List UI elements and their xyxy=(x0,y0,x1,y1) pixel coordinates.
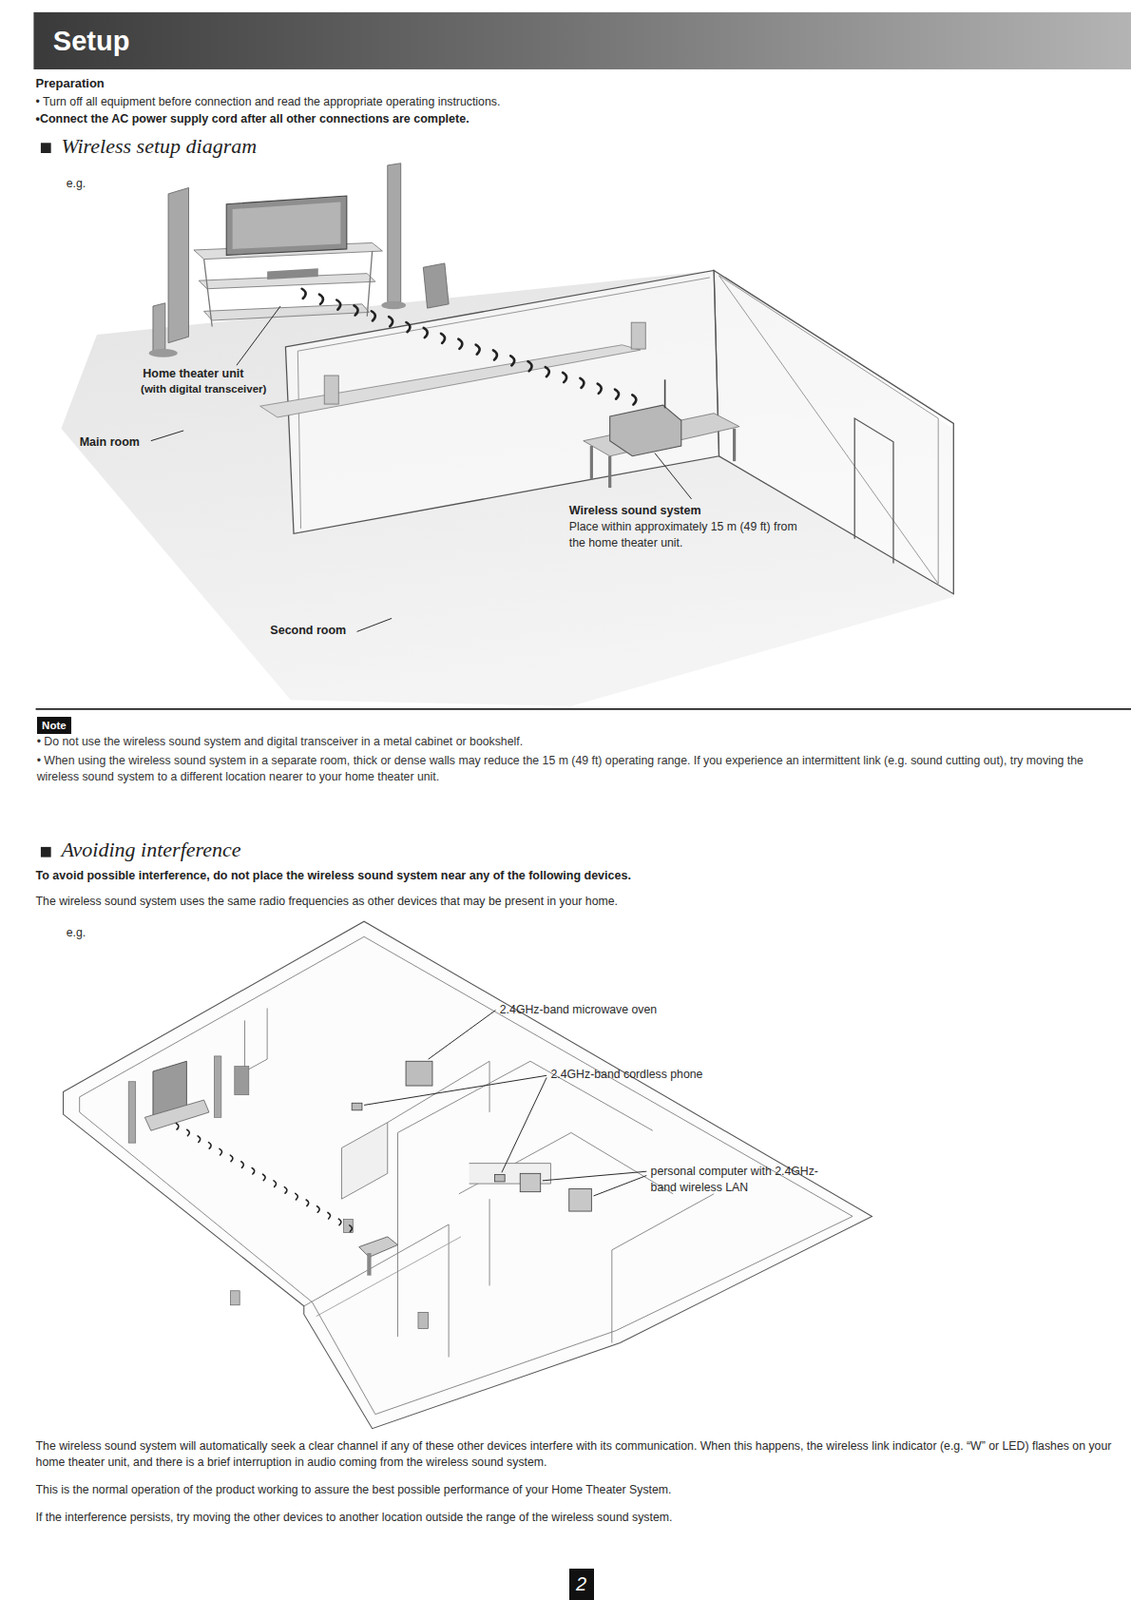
wireless-wave xyxy=(349,1225,353,1232)
wireless-wave xyxy=(493,349,498,360)
body-text: The wireless sound system will automatic… xyxy=(36,1437,1128,1471)
wireless-wave xyxy=(388,316,393,326)
wireless-wave xyxy=(354,305,359,315)
heading-square xyxy=(40,142,52,154)
device-label: 2.4GHz-band cordless phone xyxy=(550,1066,703,1083)
wireless-wave xyxy=(197,1135,201,1143)
wireless-wave xyxy=(476,345,480,355)
wireless-wave xyxy=(510,355,515,365)
wireless-wave xyxy=(440,333,445,344)
wireless-wave xyxy=(302,288,307,299)
placement-note: Place within approximately 15 m (49 ft) … xyxy=(569,518,801,552)
wireless-wave xyxy=(187,1129,191,1136)
wireless-wave xyxy=(562,372,567,383)
wireless-wave xyxy=(295,1192,299,1200)
wireless-wave xyxy=(545,366,550,377)
wireless-wave xyxy=(209,1142,212,1150)
wireless-wave xyxy=(317,1206,321,1213)
wireless-wave xyxy=(458,339,462,349)
wireless-wave xyxy=(273,1180,277,1188)
wireless-wave xyxy=(284,1187,288,1194)
wireless-wave xyxy=(614,389,619,400)
body-text: This is the normal operation of the prod… xyxy=(36,1481,1128,1498)
wireless-wave xyxy=(632,394,636,404)
instruction-text: •Connect the AC power supply cord after … xyxy=(36,111,470,128)
interference-floorplan xyxy=(63,920,873,1428)
instruction-text: • Turn off all equipment before connecti… xyxy=(36,94,501,111)
wireless-wave xyxy=(306,1199,309,1207)
page-number-box: 2 xyxy=(569,1568,595,1599)
wireless-wave xyxy=(175,1123,179,1131)
warning-text: To avoid possible interference, do not p… xyxy=(36,867,632,884)
wireless-wave xyxy=(230,1154,233,1162)
body-text: If the interference persists, try moving… xyxy=(36,1509,1128,1526)
wireless-wave xyxy=(405,322,410,332)
header-band xyxy=(33,12,1131,70)
note-text: • Do not use the wireless sound system a… xyxy=(37,733,1127,750)
wireless-wave xyxy=(338,1218,342,1226)
part-label: Wireless sound system xyxy=(569,502,702,519)
room-label: Second room xyxy=(269,622,346,639)
wireless-wave xyxy=(336,300,341,310)
page-number-box-text: 2 xyxy=(575,1571,587,1595)
wireless-wave xyxy=(423,327,428,338)
device-label: 2.4GHz-band microwave oven xyxy=(499,1001,657,1018)
part-label: Home theater unit xyxy=(142,365,244,383)
wireless-wave xyxy=(263,1173,267,1181)
wireless-wave xyxy=(597,383,602,394)
wireless-wave xyxy=(319,294,324,305)
wireless-wave xyxy=(327,1211,331,1219)
wireless-wave xyxy=(241,1161,245,1169)
note-badge-text: Note xyxy=(41,718,67,732)
part-label: (with digital transceiver) xyxy=(140,381,267,398)
note-text: • When using the wireless sound system i… xyxy=(37,752,1127,786)
subsection-heading: Wireless setup diagram xyxy=(60,134,257,159)
heading-square xyxy=(40,846,52,858)
example-marker: e.g. xyxy=(66,924,87,941)
wireless-wave xyxy=(251,1167,255,1174)
device-label: personal computer with 2.4GHz-band wirel… xyxy=(651,1163,837,1196)
body-text: The wireless sound system uses the same … xyxy=(36,893,618,910)
section-title: Setup xyxy=(53,24,131,58)
wireless-wave xyxy=(371,310,376,321)
note-rule xyxy=(36,708,1131,710)
wireless-wave xyxy=(219,1148,223,1155)
subsection-heading: Avoiding interference xyxy=(60,837,241,863)
wireless-wave xyxy=(527,361,532,371)
note-badge: Note xyxy=(37,716,72,734)
room-label: Main room xyxy=(79,434,140,451)
example-marker: e.g. xyxy=(66,175,87,192)
section-heading: Preparation xyxy=(36,75,105,92)
wireless-setup-illustration xyxy=(60,163,954,707)
wireless-wave xyxy=(579,378,584,388)
